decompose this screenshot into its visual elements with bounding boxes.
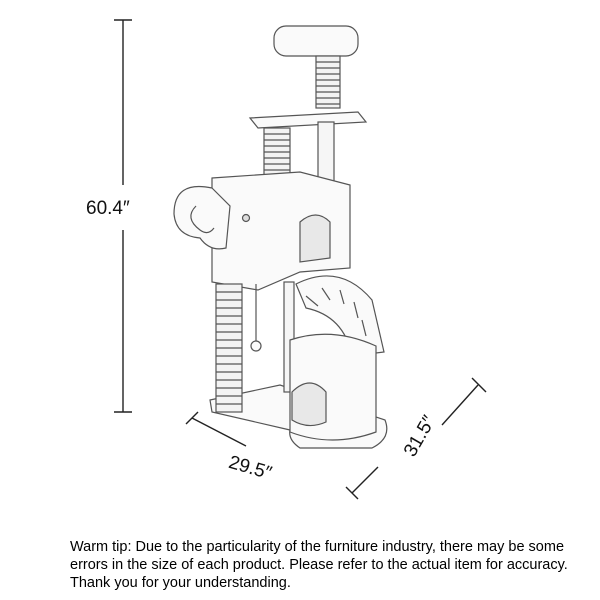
short-post [283, 281, 295, 393]
side-hammock [173, 186, 231, 250]
middle-platform [248, 111, 368, 129]
warm-tip-notice: Warm tip: Due to the particularity of th… [70, 538, 570, 592]
notice-line-1: Warm tip: Due to the particularity of th… [70, 539, 565, 555]
long-sisal-post [215, 283, 243, 413]
condo-opening [299, 214, 331, 263]
toy-ball [250, 340, 262, 352]
side-peephole [241, 213, 251, 223]
top-sisal-post [315, 55, 341, 109]
cat-tree [173, 25, 388, 449]
depth-dimension-line [345, 377, 487, 500]
width-dimension-line [185, 411, 247, 447]
notice-line-2: errors in the size of each product. Plea… [70, 557, 568, 573]
height-dimension-line [114, 19, 132, 413]
barrel-opening [291, 382, 327, 427]
height-label: 60.4″ [86, 198, 130, 219]
top-perch [273, 25, 359, 57]
ladder-ramp [295, 275, 385, 357]
notice-line-3: Thank you for your understanding. [70, 575, 291, 591]
